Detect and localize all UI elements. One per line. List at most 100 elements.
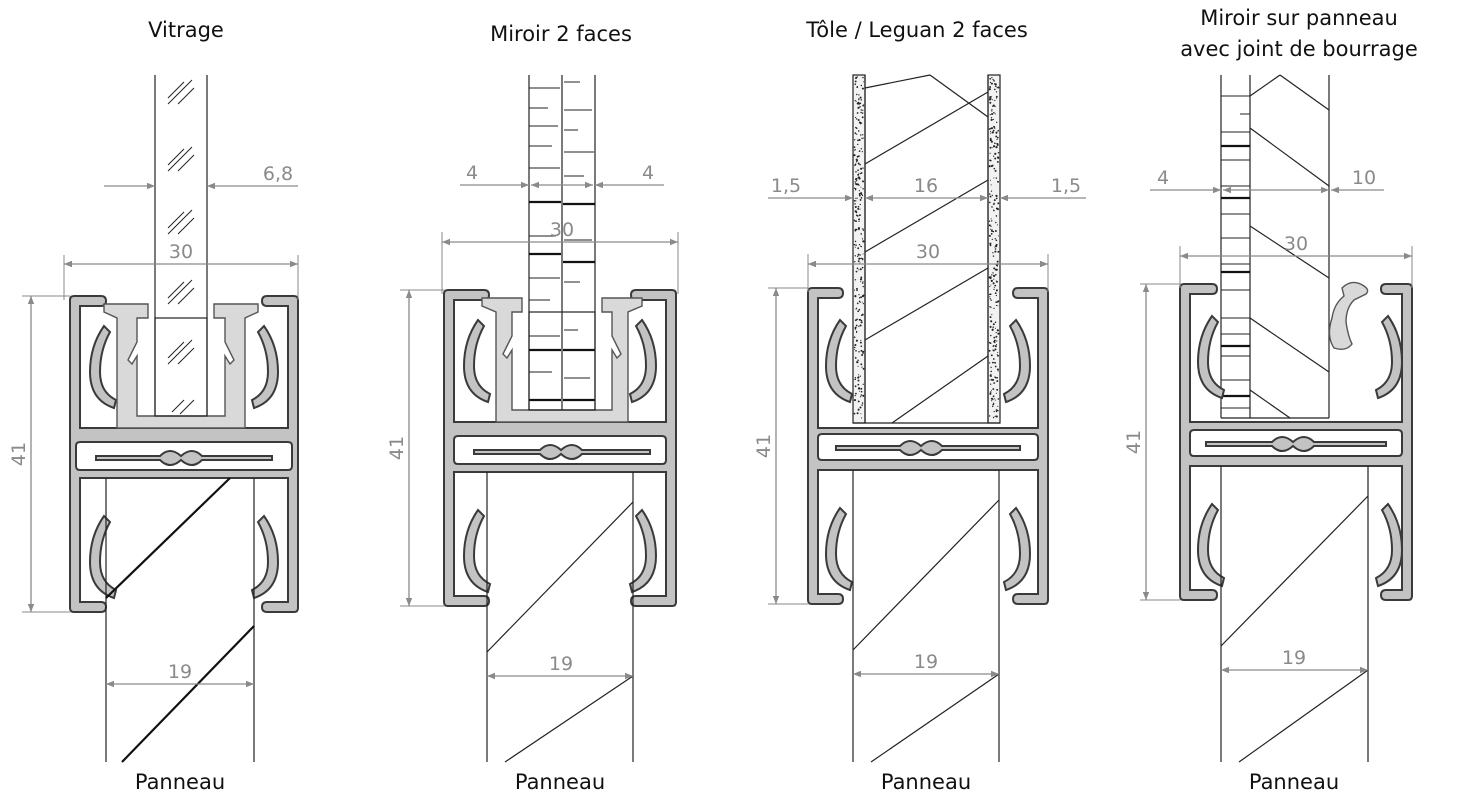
speckle <box>997 405 999 407</box>
speckle <box>862 228 864 230</box>
speckle <box>995 392 998 394</box>
speckle <box>855 77 857 79</box>
speckle <box>853 399 857 402</box>
speckle <box>854 240 857 243</box>
speckle <box>989 306 991 308</box>
speckle <box>858 192 861 196</box>
speckle <box>989 379 991 381</box>
speckle <box>997 151 1000 154</box>
speckle <box>857 162 860 165</box>
speckle <box>990 378 993 381</box>
speckle <box>994 327 996 329</box>
speckle <box>861 112 864 114</box>
speckle <box>990 132 992 134</box>
speckle <box>994 248 997 250</box>
speckle <box>993 199 996 202</box>
speckle <box>862 240 865 243</box>
speckle <box>994 169 997 172</box>
speckle <box>854 385 857 388</box>
speckle <box>858 243 861 246</box>
speckle <box>993 349 995 352</box>
speckle <box>992 78 994 81</box>
speckle <box>996 368 999 371</box>
speckle <box>991 400 993 402</box>
speckle <box>853 336 856 338</box>
speckle <box>995 131 998 134</box>
speckle <box>862 134 864 136</box>
detail-miroir-joint: Miroir sur panneau avec joint de bourrag… <box>1123 6 1418 794</box>
speckle <box>989 195 992 198</box>
dim-height-label: 41 <box>386 436 408 460</box>
speckle <box>993 146 995 148</box>
speckle <box>994 246 996 248</box>
speckle <box>854 394 856 397</box>
speckle <box>997 235 999 237</box>
speckle <box>861 87 864 90</box>
speckle <box>995 97 998 99</box>
speckle <box>990 127 992 130</box>
speckle <box>856 332 858 334</box>
speckle <box>996 300 999 303</box>
dim-width-label: 30 <box>169 241 193 263</box>
speckle <box>988 220 991 222</box>
speckle <box>858 218 861 221</box>
speckle <box>992 328 994 330</box>
speckle <box>856 215 859 217</box>
speckle <box>993 410 995 413</box>
speckle <box>858 190 860 192</box>
speckle <box>995 85 997 87</box>
speckle <box>995 409 998 411</box>
speckle <box>995 415 997 418</box>
speckle <box>989 159 991 162</box>
aluminium-profile <box>69 295 299 613</box>
speckle <box>994 230 997 232</box>
speckle <box>862 281 864 283</box>
speckle <box>854 328 857 330</box>
speckle <box>992 398 994 400</box>
speckle <box>993 382 996 384</box>
speckle <box>989 86 992 88</box>
panel-label: Panneau <box>1249 770 1339 794</box>
speckle <box>994 321 997 324</box>
speckle <box>996 260 999 263</box>
detail-title-line-2: avec joint de bourrage <box>1180 37 1418 61</box>
speckle <box>989 244 992 247</box>
speckle <box>859 254 862 256</box>
speckle <box>994 238 997 240</box>
speckle <box>861 301 863 303</box>
speckle <box>860 172 863 174</box>
speckle <box>854 255 856 257</box>
speckle <box>991 147 993 149</box>
speckle <box>860 339 862 341</box>
speckle <box>995 335 998 338</box>
speckle <box>854 378 857 381</box>
speckle <box>862 167 864 169</box>
speckle <box>995 289 998 292</box>
speckle <box>996 329 999 332</box>
speckle <box>993 125 995 128</box>
speckle <box>992 417 995 419</box>
speckle <box>858 194 861 197</box>
speckle <box>857 376 860 379</box>
speckle <box>990 118 993 121</box>
speckle <box>853 289 856 291</box>
speckle <box>860 296 862 298</box>
speckle <box>859 396 862 398</box>
speckle <box>858 269 860 271</box>
speckle <box>861 366 863 368</box>
speckle <box>990 306 992 309</box>
speckle <box>862 383 864 385</box>
speckle <box>996 143 998 145</box>
speckle <box>989 228 992 230</box>
speckle <box>990 279 993 282</box>
speckle <box>855 244 857 246</box>
speckle <box>990 190 993 192</box>
speckle <box>996 224 998 226</box>
speckle <box>859 105 861 108</box>
speckle <box>856 76 858 78</box>
speckle <box>994 142 996 145</box>
speckle <box>990 184 992 186</box>
dimensions: 30 41 4 10 19 <box>1123 167 1413 674</box>
dim-width-label: 30 <box>916 241 940 263</box>
speckle <box>995 121 998 124</box>
